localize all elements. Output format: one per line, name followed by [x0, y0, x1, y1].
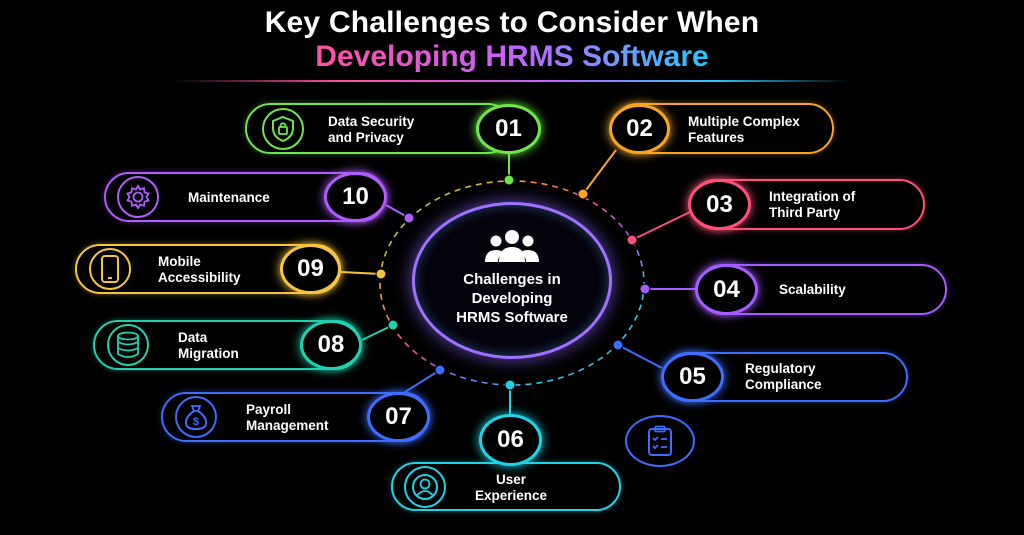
ring-dot-10 [403, 212, 415, 224]
challenge-02-label: Multiple Complex Features [688, 114, 800, 145]
challenge-03-number: 03 [688, 179, 751, 230]
challenge-01-label: Data Security and Privacy [328, 114, 415, 145]
challenge-08-icon-ring [107, 324, 149, 366]
connector-03 [631, 211, 691, 241]
challenge-09-number: 09 [280, 244, 341, 294]
challenge-09-icon-ring [89, 248, 131, 290]
challenge-09-label: Mobile Accessibility [158, 254, 241, 285]
challenge-07-label: Payroll Management [246, 402, 329, 433]
ring-dot-02 [577, 188, 589, 200]
challenge-05-icon-ring [625, 415, 695, 467]
challenge-01-icon-ring [262, 108, 304, 150]
gear-icon [126, 184, 150, 210]
ring-dot-04 [639, 283, 651, 295]
challenge-06-number: 06 [479, 414, 542, 466]
challenge-07-icon-ring: $ [175, 396, 217, 438]
page-title-line2: Developing HRMS Software [0, 40, 1024, 74]
challenge-05-label: Regulatory Compliance [745, 361, 822, 392]
ring-dot-08 [387, 319, 399, 331]
challenge-06-icon-ring [404, 466, 446, 508]
challenge-01-number: 01 [476, 104, 541, 154]
clipboard-checklist-icon [648, 425, 672, 456]
center-label: Challenges in Developing HRMS Software [456, 271, 568, 326]
challenge-10-number: 10 [324, 172, 387, 222]
user-profile-icon [412, 474, 438, 500]
ring-dot-06 [504, 379, 516, 391]
challenge-06-label: User Experience [474, 472, 548, 503]
svg-text:$: $ [193, 416, 199, 428]
ring-dot-05 [612, 339, 624, 351]
ring-dot-09 [375, 268, 387, 280]
challenge-10-label: Maintenance [188, 190, 270, 205]
page-title-line1: Key Challenges to Consider When [264, 6, 760, 39]
connector-05 [617, 344, 663, 369]
challenge-02-number: 02 [609, 104, 670, 154]
ring-dot-01 [503, 174, 515, 186]
connector-08 [361, 324, 394, 341]
connector-09 [340, 271, 382, 275]
challenge-04-number: 04 [695, 264, 758, 315]
challenge-03-label: Integration of Third Party [769, 189, 856, 220]
money-bag-icon: $ [184, 405, 208, 431]
center-hub [412, 202, 612, 359]
challenge-04-label: Scalability [779, 282, 846, 297]
smartphone-icon [101, 255, 119, 283]
challenge-10-icon-ring [117, 176, 159, 218]
challenge-07-number: 07 [367, 392, 430, 442]
shield-lock-icon [272, 115, 294, 143]
title-underline [170, 80, 850, 82]
challenge-08-number: 08 [300, 320, 362, 370]
ring-dot-03 [626, 234, 638, 246]
connector-07 [404, 369, 441, 393]
database-icon [117, 331, 139, 358]
challenge-08-label: Data Migration [178, 330, 239, 361]
page-title-line2-text: Developing HRMS Software [315, 40, 709, 73]
users-group-icon [485, 230, 539, 262]
challenge-05-number: 05 [661, 352, 724, 402]
ring-dot-07 [434, 364, 446, 376]
connector-02 [582, 149, 617, 195]
